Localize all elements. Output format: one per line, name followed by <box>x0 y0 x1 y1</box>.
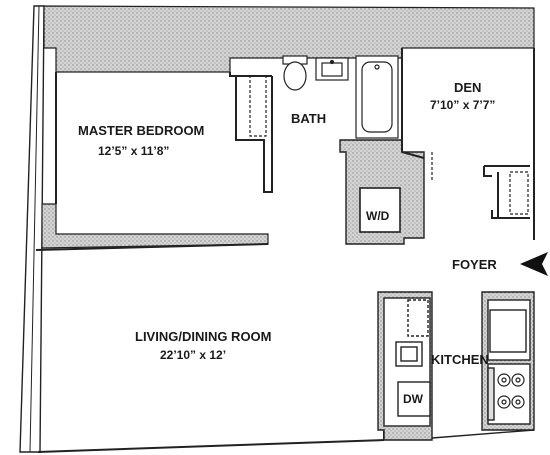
top-wall-band <box>43 5 535 73</box>
toilet-icon <box>282 55 308 91</box>
bath-label: BATH <box>291 111 327 126</box>
kitchen-block <box>377 291 433 441</box>
kitchen-bottom-wall <box>431 429 535 439</box>
den-label: DEN <box>454 80 482 95</box>
dw-label: DW <box>403 392 423 406</box>
master-bedroom-dimensions: 12’5” x 11’8” <box>98 144 170 158</box>
kitchen-counter-right <box>481 291 535 431</box>
arrow-left-icon <box>520 252 548 276</box>
wd-label: W/D <box>366 209 390 223</box>
wd-closet <box>339 139 425 245</box>
foyer-label: FOYER <box>452 257 497 272</box>
living-dining-dimensions: 22’10” x 12’ <box>160 348 227 362</box>
kitchen-label: KITCHEN <box>431 352 489 367</box>
den-walls <box>401 48 535 240</box>
bedroom-partition <box>229 72 273 193</box>
stove-burners-icon <box>497 373 525 409</box>
den-dimensions: 7’10” x 7’7” <box>430 98 496 112</box>
sink-icon <box>315 57 349 81</box>
master-bedroom-label: MASTER BEDROOM <box>78 123 205 138</box>
bedroom-wall-band <box>41 72 269 249</box>
living-dining-label: LIVING/DINING ROOM <box>135 329 272 344</box>
window-wall <box>19 5 45 453</box>
bathtub-icon <box>355 55 399 139</box>
